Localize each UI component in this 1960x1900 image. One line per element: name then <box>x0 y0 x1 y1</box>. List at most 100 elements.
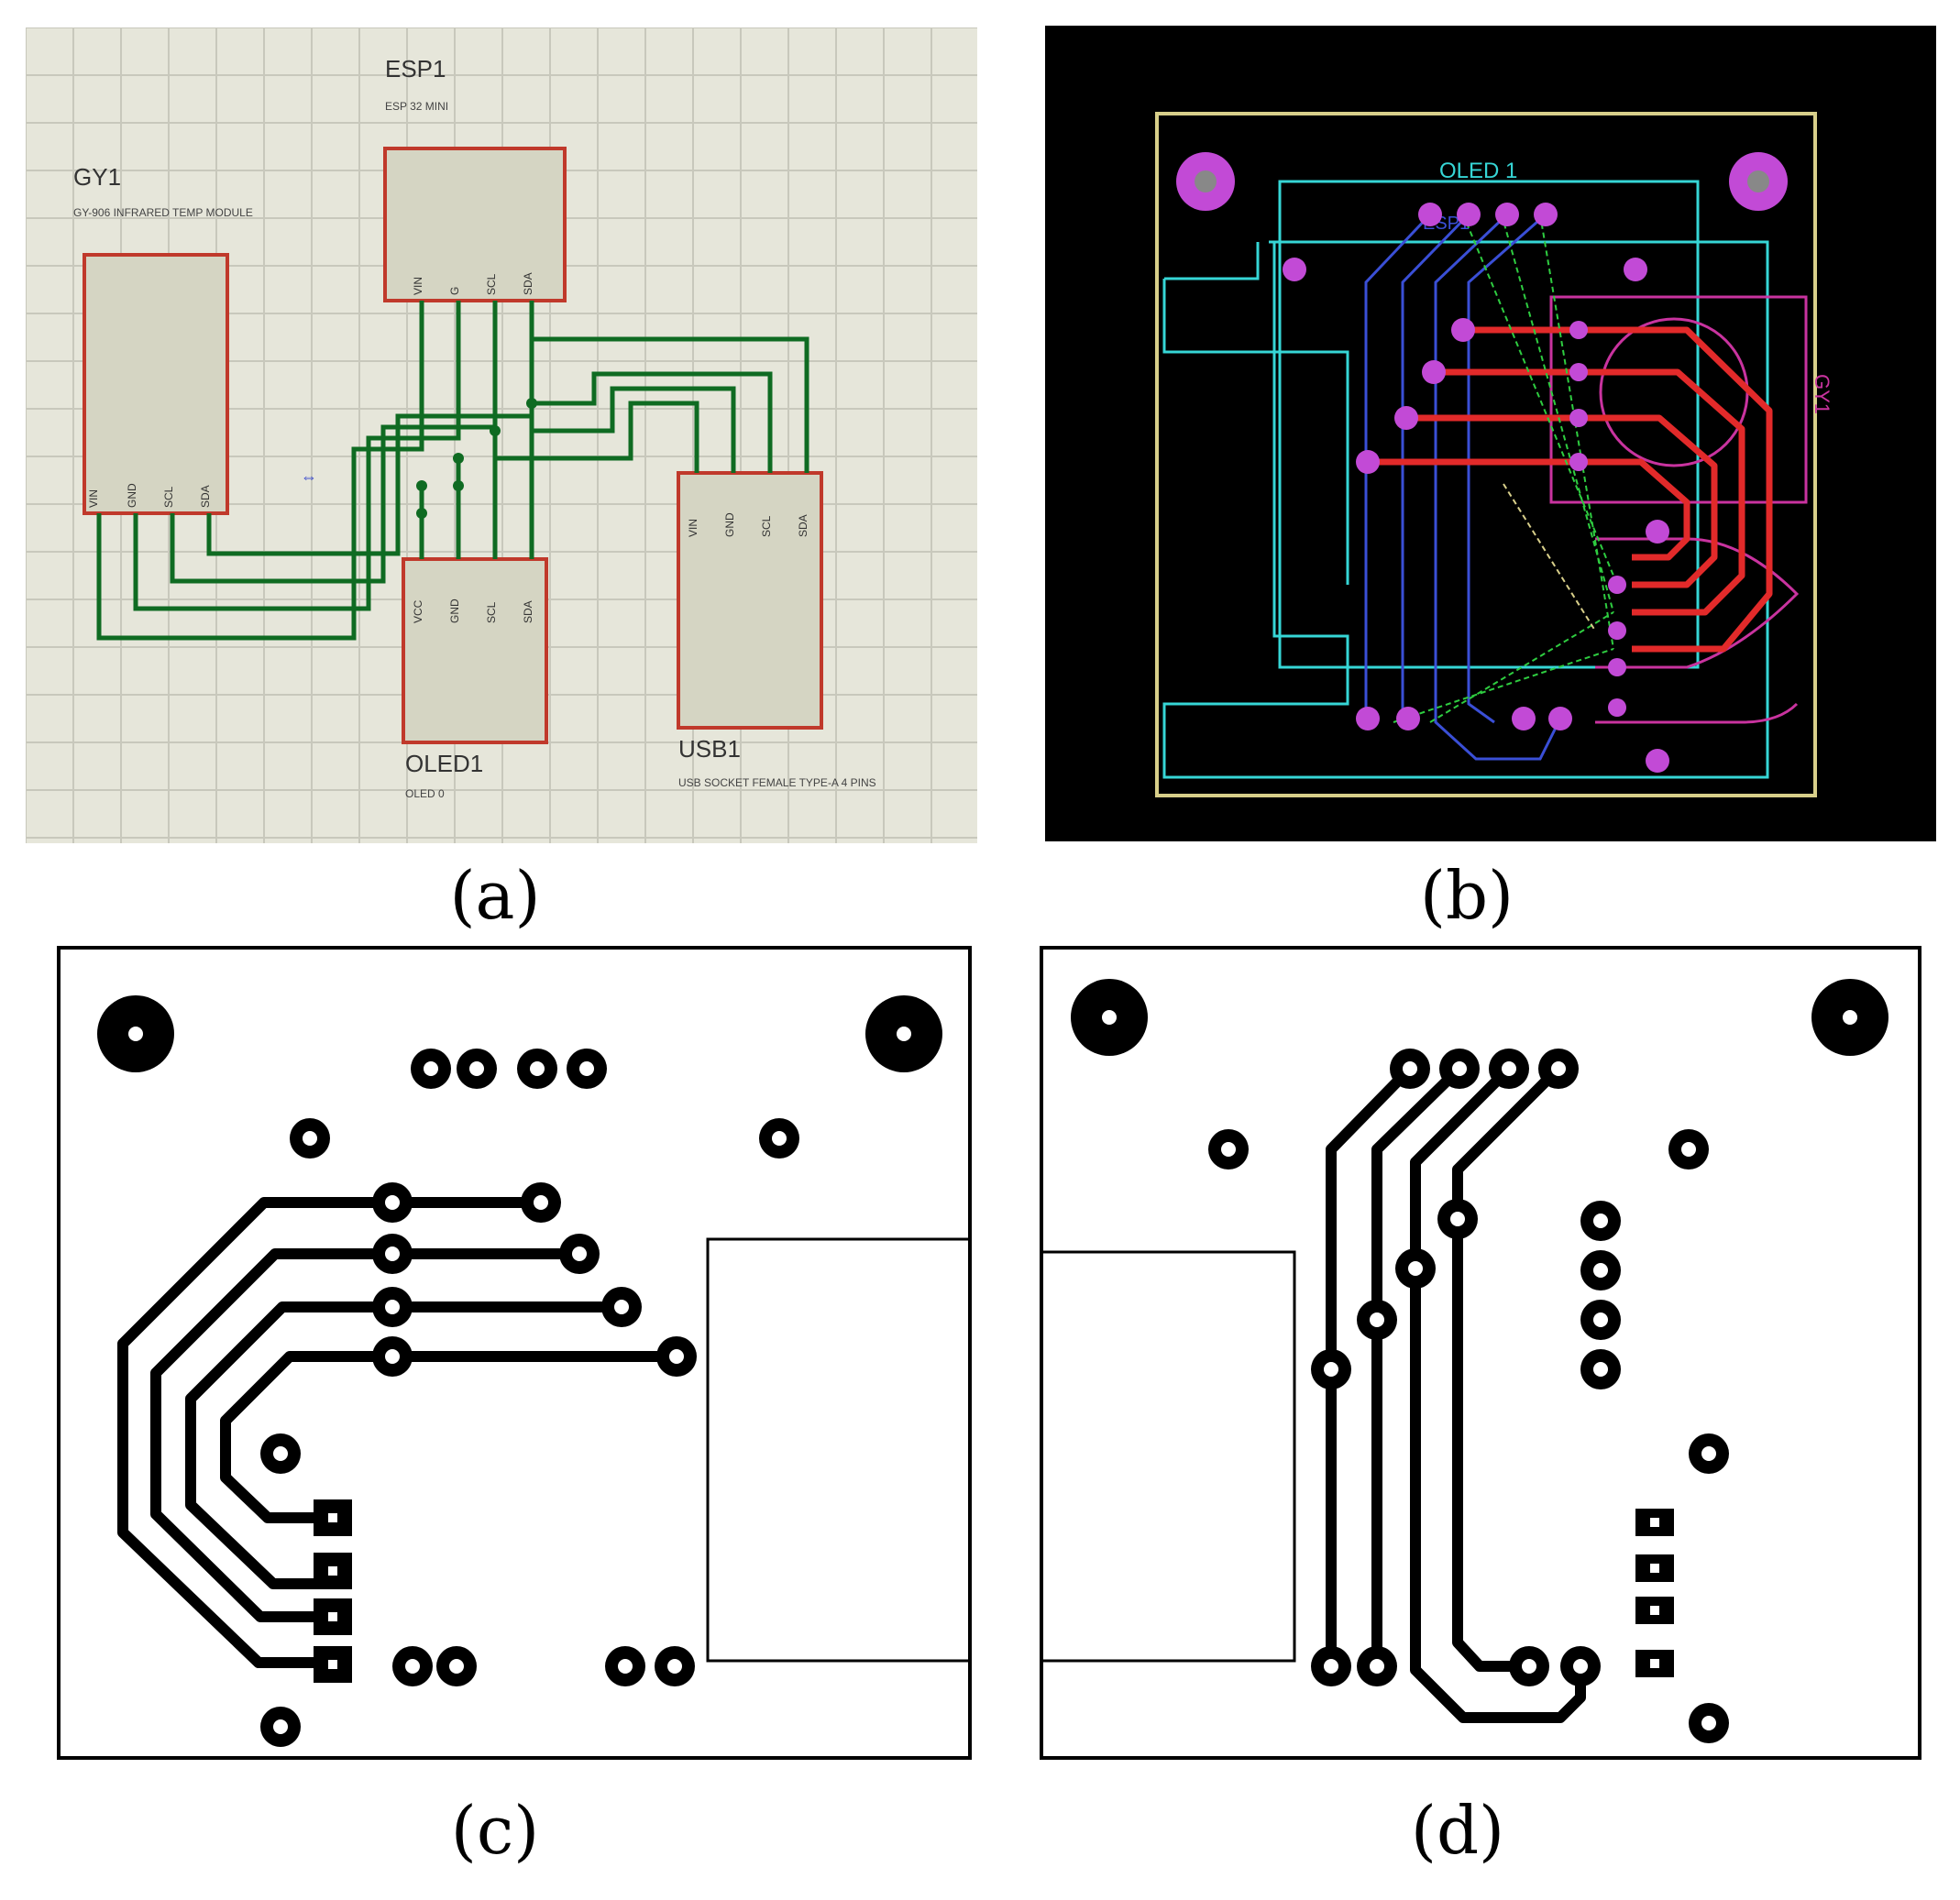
caption-d: (d) <box>1410 1792 1505 1869</box>
pad[interactable] <box>1569 453 1588 471</box>
pad[interactable] <box>1495 203 1519 226</box>
blue-trace <box>1434 213 1560 761</box>
pad-hole <box>1681 1142 1696 1157</box>
pad[interactable] <box>1283 258 1306 281</box>
junction-dot <box>416 508 427 519</box>
pad[interactable] <box>1624 258 1647 281</box>
copper-trace <box>1326 1063 1415 1672</box>
pad-hole <box>469 1061 484 1076</box>
pad[interactable] <box>1569 409 1588 427</box>
copper-trace <box>185 1301 627 1589</box>
mount-holes <box>1176 152 1788 211</box>
pad[interactable] <box>1569 321 1588 339</box>
pad[interactable] <box>1394 406 1418 430</box>
esp1-ref: ESP1 <box>385 55 446 82</box>
junction-dot <box>490 425 501 436</box>
square-pad-hole <box>1650 1518 1659 1527</box>
ratsnest-line <box>1501 214 1614 613</box>
pad-hole <box>1370 1312 1384 1327</box>
usb1-pin-3: SCL <box>760 515 773 537</box>
pad[interactable] <box>1422 360 1446 384</box>
oled1-pin-3: SCL <box>485 601 498 623</box>
mount-hole-icon <box>1071 979 1148 1056</box>
copper-d-round-pads <box>1208 1049 1729 1743</box>
pad-hole <box>669 1349 684 1364</box>
pad-hole <box>1450 1212 1465 1226</box>
esp1-pin-labels: VIN G SCL SDA <box>412 272 534 295</box>
pad-hole <box>273 1446 288 1461</box>
copper-d-traces <box>1326 1063 1586 1723</box>
blue-trace <box>1467 213 1547 724</box>
pad-hole <box>303 1131 317 1146</box>
pad[interactable] <box>1418 203 1442 226</box>
pad[interactable] <box>1534 203 1558 226</box>
pad[interactable] <box>1356 707 1380 730</box>
pad[interactable] <box>1548 707 1572 730</box>
ratsnest-line <box>1503 483 1596 632</box>
pad-hole <box>1408 1261 1423 1276</box>
square-pad-hole <box>1650 1606 1659 1615</box>
wire-gy1-scl <box>170 301 498 584</box>
pad-hole <box>1452 1061 1467 1076</box>
oled1-pin-4: SDA <box>522 600 534 623</box>
pad-hole <box>449 1659 464 1674</box>
pad[interactable] <box>1608 576 1626 594</box>
pad[interactable] <box>1512 707 1536 730</box>
square-pad-hole <box>1650 1564 1659 1573</box>
pad-hole <box>1573 1659 1588 1674</box>
pad[interactable] <box>1608 621 1626 640</box>
mount-hole-icon <box>865 995 942 1072</box>
copper-c-traces <box>117 1197 682 1668</box>
pcb-pads <box>1283 203 1669 773</box>
pad[interactable] <box>1451 318 1475 342</box>
copper-trace <box>1452 1063 1564 1672</box>
usb1-pin-2: GND <box>723 512 736 537</box>
copper-trace <box>1371 1063 1465 1672</box>
pad-hole <box>530 1061 545 1076</box>
pad[interactable] <box>1608 658 1626 676</box>
esp1-pin-1: VIN <box>412 277 424 295</box>
oled1-component[interactable] <box>402 557 548 744</box>
pad[interactable] <box>1356 450 1380 474</box>
pad[interactable] <box>1396 707 1420 730</box>
pad-hole <box>405 1659 420 1674</box>
pad-hole <box>1593 1214 1608 1228</box>
usb1-value: USB SOCKET FEMALE TYPE-A 4 PINS <box>678 776 876 789</box>
pad-hole <box>385 1195 400 1210</box>
pad[interactable] <box>1608 698 1626 717</box>
pad[interactable] <box>1457 203 1481 226</box>
esp1-value: ESP 32 MINI <box>385 100 448 113</box>
pad-hole <box>1221 1142 1236 1157</box>
usb1-component[interactable] <box>677 471 823 730</box>
wire-junctions <box>416 398 537 519</box>
pad-hole <box>1593 1263 1608 1278</box>
board-outline <box>1155 112 1817 797</box>
panel-c-copper-layer <box>57 946 972 1760</box>
pad-hole <box>1593 1362 1608 1377</box>
copper-c-pads <box>97 995 942 1072</box>
pad[interactable] <box>1646 520 1669 544</box>
gy1-pin-2: GND <box>126 483 138 508</box>
gy1-component[interactable] <box>83 253 229 515</box>
mount-hole-icon <box>1747 170 1769 192</box>
square-pad-hole <box>328 1612 337 1621</box>
pad-hole <box>1522 1659 1536 1674</box>
esp1-pin-3: SCL <box>485 273 498 295</box>
pad-hole <box>1324 1362 1338 1377</box>
pad-hole <box>1701 1716 1716 1730</box>
wire-usb-sda <box>529 336 809 473</box>
pad[interactable] <box>1569 363 1588 381</box>
mount-hole-icon <box>97 995 174 1072</box>
side-label: GY1 <box>1811 374 1833 414</box>
pad-hole <box>1502 1061 1516 1076</box>
esp1-component[interactable] <box>383 147 567 302</box>
usb1-ref: USB1 <box>678 735 741 763</box>
panel-b-pcb-layout: OLED 1 ESP1 GY1 <box>1045 26 1936 841</box>
junction-dot <box>453 453 464 464</box>
pad[interactable] <box>1646 749 1669 773</box>
ratsnest <box>1393 214 1614 723</box>
esp1-pin-4: SDA <box>522 272 534 295</box>
square-pad-hole <box>1650 1659 1659 1668</box>
pad-hole <box>1593 1312 1608 1327</box>
usb1-pin-1: VIN <box>687 519 699 537</box>
